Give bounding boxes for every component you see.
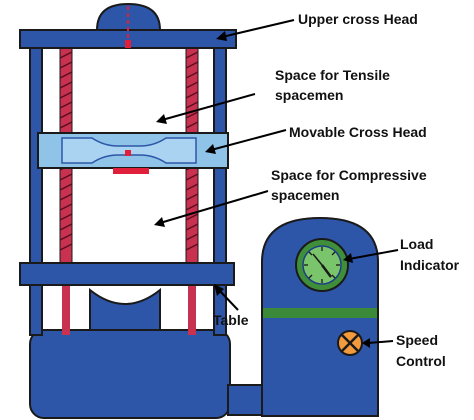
speed-control-knob bbox=[337, 330, 363, 356]
label-speed-control-line2: Control bbox=[396, 353, 446, 369]
label-arrows bbox=[154, 19, 399, 348]
label-tensile-space-line2: spacemen bbox=[275, 87, 343, 103]
label-tensile-space-line1: Space for Tensile bbox=[275, 67, 390, 83]
machine-base bbox=[29, 287, 273, 419]
label-load-indicator-line2: Indicator bbox=[400, 257, 460, 273]
control-cabinet bbox=[261, 216, 379, 417]
label-load-indicator-line1: Load bbox=[400, 236, 433, 252]
label-compressive-space-line1: Space for Compressive bbox=[271, 167, 427, 183]
load-indicator-dial bbox=[295, 238, 349, 292]
label-movable-cross-head: Movable Cross Head bbox=[289, 124, 427, 140]
labels: Upper cross Head Space for Tensile space… bbox=[213, 11, 460, 369]
machine-table bbox=[19, 262, 235, 286]
label-compressive-space-line2: spacemen bbox=[271, 187, 339, 203]
label-table: Table bbox=[213, 312, 249, 328]
label-speed-control-line1: Speed bbox=[396, 332, 438, 348]
screw-rods bbox=[59, 47, 199, 335]
label-upper-cross-head: Upper cross Head bbox=[298, 11, 418, 27]
movable-cross-head bbox=[37, 132, 229, 174]
upper-cross-head bbox=[19, 2, 237, 49]
